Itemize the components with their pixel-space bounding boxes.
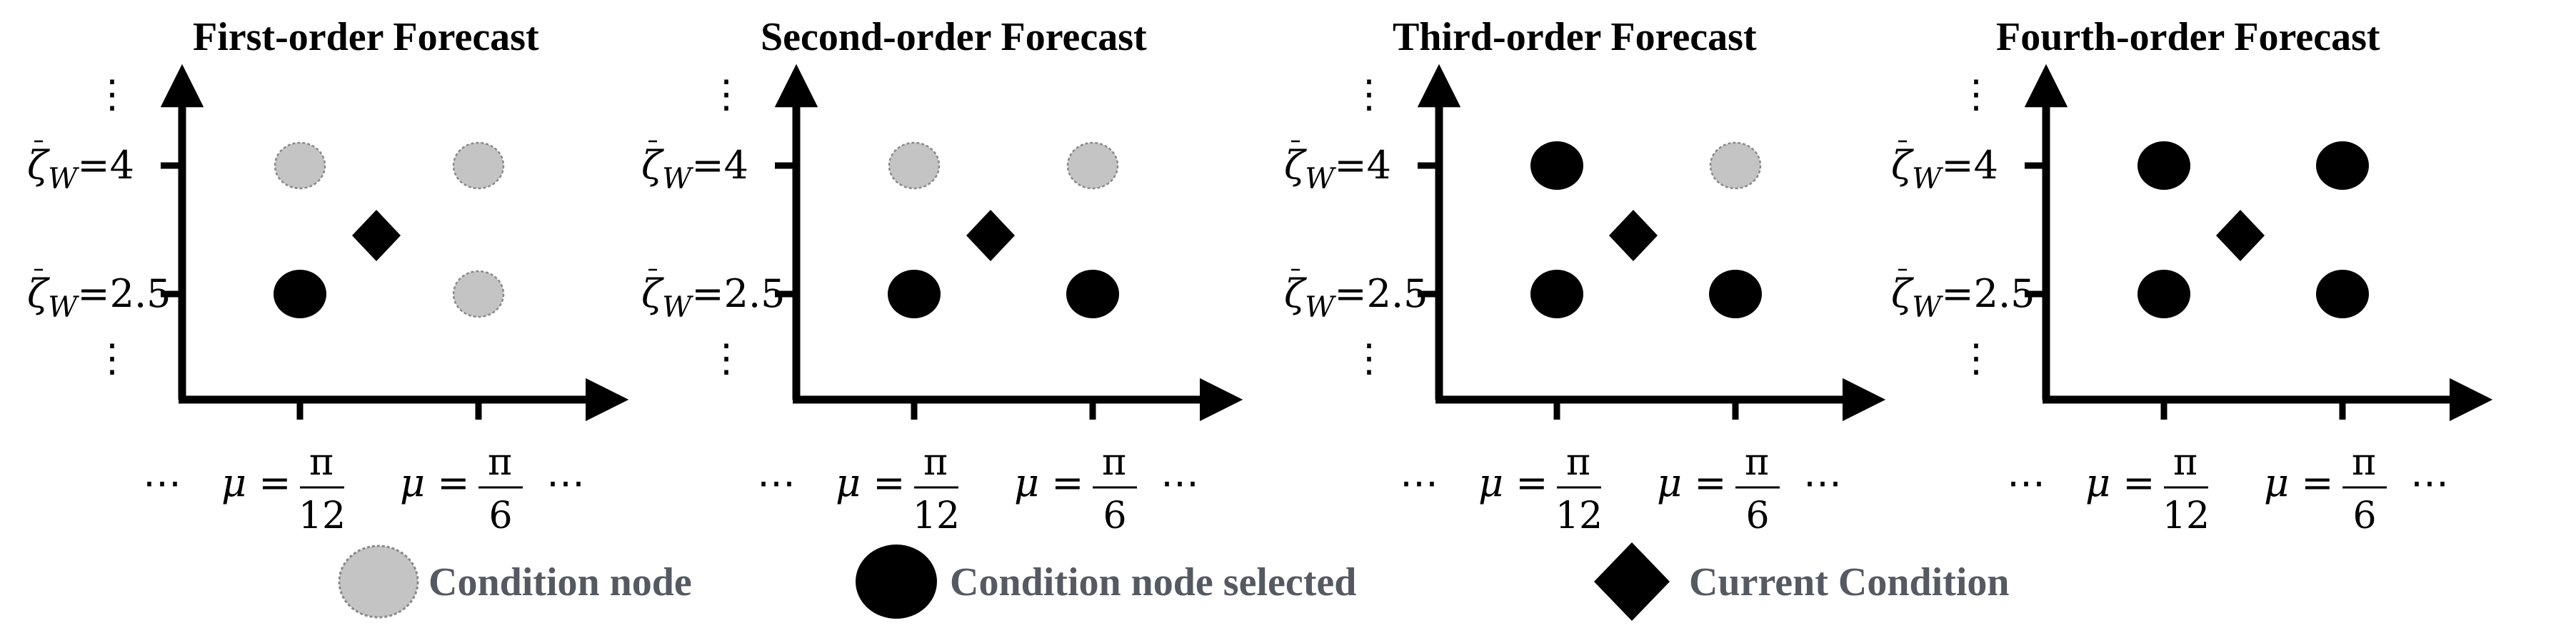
condition-node-selected [2138, 141, 2190, 190]
legend-current-condition-label: Current Condition [1689, 560, 2010, 604]
y-tick-label: ζW=2.5 [641, 271, 786, 324]
fraction-denominator: 12 [2162, 495, 2210, 537]
legend-selected-node-marker [856, 545, 937, 619]
fraction-numerator: π [1102, 441, 1126, 484]
x-tick-label: μ = [1657, 460, 1727, 505]
condition-node-selected [274, 270, 326, 318]
vertical-ellipsis-bottom: ⋮ [93, 335, 131, 380]
fraction-numerator: π [309, 441, 334, 484]
x-ellipsis-right: ⋯ [2410, 460, 2449, 505]
fraction-denominator: 6 [1103, 495, 1126, 537]
legend-condition-node-label: Condition node [429, 560, 692, 604]
x-ellipsis-right: ⋯ [546, 460, 585, 505]
vertical-ellipsis-top: ⋮ [1957, 71, 1995, 116]
y-tick-label: ζW=2.5 [1284, 271, 1428, 324]
x-tick-label: μ = [400, 460, 470, 505]
vertical-ellipsis-top: ⋮ [707, 71, 746, 116]
condition-node-selected [1530, 270, 1583, 318]
vertical-ellipsis-top: ⋮ [93, 71, 131, 116]
y-tick-label: ζW=4 [1284, 143, 1391, 196]
fraction-denominator: 6 [2352, 495, 2376, 537]
condition-node-selected [888, 270, 941, 318]
y-tick-label: ζW=4 [27, 143, 134, 196]
condition-node [452, 270, 505, 318]
x-ellipsis-left: ⋯ [2007, 460, 2045, 505]
condition-node-selected [1066, 270, 1119, 318]
legend-current-condition-marker [1594, 542, 1670, 621]
current-condition-marker [1609, 210, 1658, 261]
vertical-ellipsis-bottom: ⋮ [1350, 335, 1388, 380]
panel-title: First-order Forecast [193, 15, 539, 59]
panel-2: Second-order Forecast ζW=4 ζW=2.5 ⋮ ⋮ ⋯ μ = π 12… [641, 15, 1243, 537]
fraction-numerator: π [923, 441, 948, 484]
current-condition-marker [2216, 210, 2265, 261]
vertical-ellipsis-bottom: ⋮ [707, 335, 746, 380]
x-tick-label: μ = [1014, 460, 1084, 505]
panel-title: Second-order Forecast [761, 15, 1147, 59]
fraction-denominator: 12 [1555, 495, 1603, 537]
fraction-numerator: π [2173, 441, 2197, 484]
x-ellipsis-right: ⋯ [1161, 460, 1199, 505]
x-tick-label: μ = [2264, 460, 2334, 505]
condition-node [274, 141, 326, 190]
condition-node-selected [2316, 141, 2369, 190]
condition-node [1709, 141, 1762, 190]
x-tick-label: μ = [2085, 460, 2155, 505]
y-tick-label: ζW=2.5 [27, 271, 171, 324]
legend-selected-node-label: Condition node selected [950, 560, 1356, 604]
condition-node-selected [2316, 270, 2369, 318]
condition-node [452, 141, 505, 190]
y-tick-label: ζW=4 [641, 143, 748, 196]
condition-node-selected [2138, 270, 2190, 318]
panel-title: Third-order Forecast [1393, 15, 1757, 59]
y-tick-label: ζW=4 [1891, 143, 1998, 196]
y-tick-label: ζW=2.5 [1891, 271, 2035, 324]
fraction-numerator: π [1745, 441, 1769, 484]
fraction-numerator: π [488, 441, 512, 484]
panel-4: Fourth-order Forecast ζW=4 ζW=2.5 ⋮ ⋮ ⋯ μ = π 12… [1891, 15, 2493, 537]
condition-node [888, 141, 941, 190]
x-tick-label: μ = [1478, 460, 1548, 505]
fraction-denominator: 12 [299, 495, 346, 537]
fraction-denominator: 12 [913, 495, 960, 537]
x-ellipsis-left: ⋯ [143, 460, 181, 505]
x-ellipsis-left: ⋯ [1400, 460, 1438, 505]
fraction-numerator: π [1566, 441, 1590, 484]
fraction-numerator: π [2352, 441, 2376, 484]
condition-node [1066, 141, 1119, 190]
current-condition-marker [352, 210, 401, 261]
condition-node-selected [1709, 270, 1762, 318]
fraction-denominator: 6 [1745, 495, 1769, 537]
x-ellipsis-left: ⋯ [757, 460, 796, 505]
panel-title: Fourth-order Forecast [1996, 15, 2380, 59]
vertical-ellipsis-bottom: ⋮ [1957, 335, 1995, 380]
x-tick-label: μ = [836, 460, 906, 505]
legend: Condition node Condition node selected C… [338, 542, 2010, 621]
x-tick-label: μ = [221, 460, 291, 505]
current-condition-marker [966, 210, 1015, 261]
fraction-denominator: 6 [488, 495, 512, 537]
legend-condition-node-marker [338, 545, 419, 619]
condition-node-selected [1530, 141, 1583, 190]
x-ellipsis-right: ⋯ [1803, 460, 1842, 505]
vertical-ellipsis-top: ⋮ [1350, 71, 1388, 116]
